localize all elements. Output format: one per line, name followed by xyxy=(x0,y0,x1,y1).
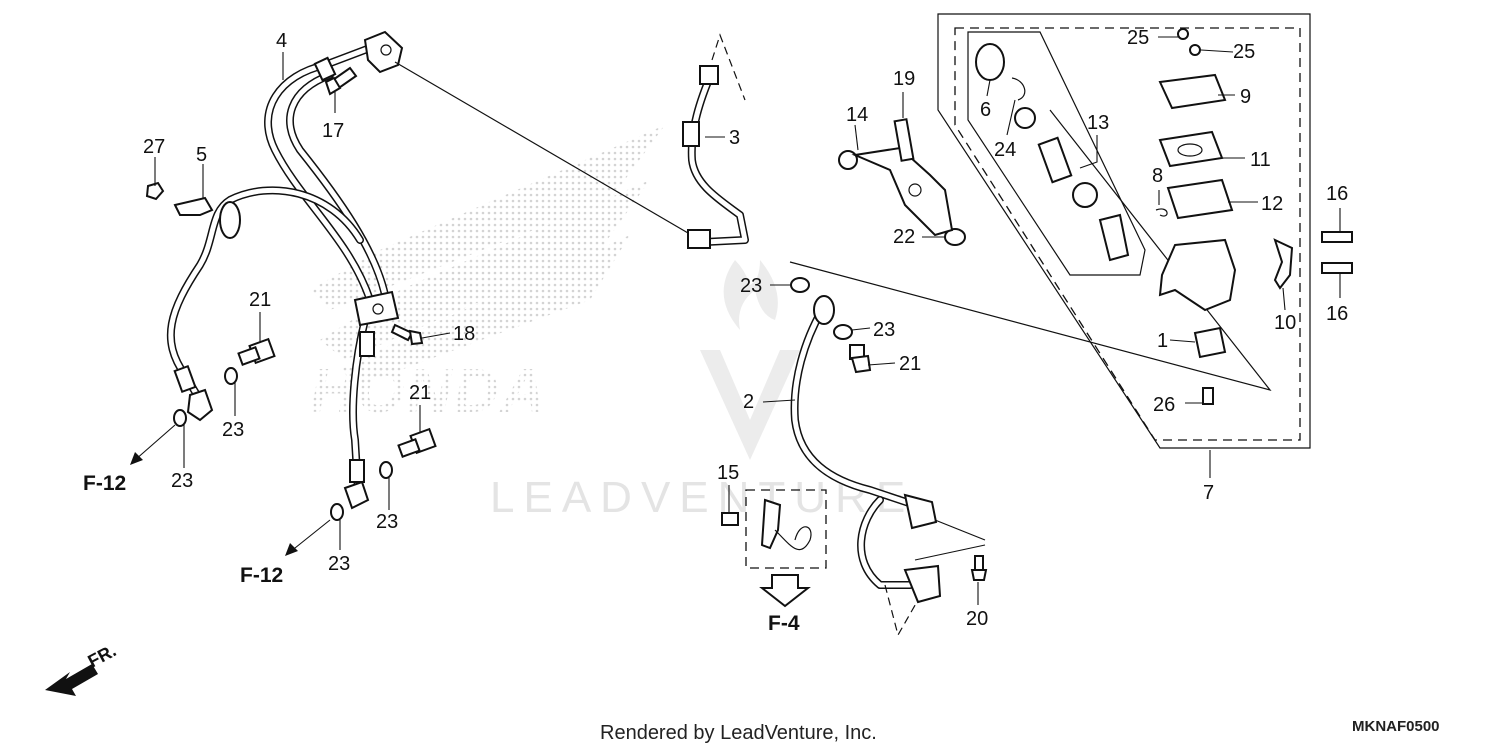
callout-5: 5 xyxy=(196,144,207,166)
ref-f4: F-4 xyxy=(768,612,800,635)
callout-21-left: 21 xyxy=(249,289,271,311)
sealing-washers-23-left xyxy=(173,367,393,521)
callout-23-e: 23 xyxy=(376,511,398,533)
callout-leaders xyxy=(154,36,1341,605)
callout-9: 9 xyxy=(1240,86,1251,108)
banjo-bolt-21-right xyxy=(849,344,872,374)
bolts-16 xyxy=(1321,231,1353,274)
callout-18: 18 xyxy=(453,323,475,345)
callout-16-upper: 16 xyxy=(1326,183,1348,205)
callout-2: 2 xyxy=(743,391,754,413)
f12-arrow-upper xyxy=(130,424,176,465)
callout-25-a: 25 xyxy=(1127,27,1149,49)
callout-19: 19 xyxy=(893,68,915,90)
callout-11: 11 xyxy=(1250,149,1271,171)
diagram-code: MKNAF0500 xyxy=(1352,718,1440,735)
bolt-18 xyxy=(390,323,424,346)
ref-f12-lower: F-12 xyxy=(240,564,283,587)
callout-21-center: 21 xyxy=(409,382,431,404)
f12-arrow-lower xyxy=(285,519,331,556)
callout-26: 26 xyxy=(1153,394,1175,416)
bolt-20 xyxy=(970,555,988,581)
nut-27 xyxy=(145,181,165,201)
brake-lever-14 xyxy=(838,146,954,237)
banjo-bolt-21-lower xyxy=(397,427,437,458)
holder-10 xyxy=(1273,238,1294,290)
callout-23-c: 23 xyxy=(222,419,244,441)
bolt-17 xyxy=(324,66,358,96)
callout-13: 13 xyxy=(1087,112,1109,134)
callout-16-lower: 16 xyxy=(1326,303,1348,325)
callout-3: 3 xyxy=(729,127,740,149)
pivot-bolt-19 xyxy=(893,118,915,162)
callout-23-a: 23 xyxy=(740,275,762,297)
callout-15: 15 xyxy=(717,462,739,484)
callout-24: 24 xyxy=(994,139,1016,161)
callout-23-f: 23 xyxy=(328,553,350,575)
brake-hose-3 xyxy=(682,33,749,249)
callout-1: 1 xyxy=(1157,330,1168,352)
callout-labels: 1 2 3 4 5 6 7 8 9 10 11 12 13 14 15 16 1… xyxy=(143,27,1348,630)
callout-6: 6 xyxy=(980,99,991,121)
sealing-washers-23-center xyxy=(790,277,853,340)
callout-22: 22 xyxy=(893,226,915,248)
callout-17: 17 xyxy=(322,120,344,142)
callout-7: 7 xyxy=(1203,482,1214,504)
callout-8: 8 xyxy=(1152,165,1163,187)
reference-line-4-3 xyxy=(394,61,701,241)
callout-23-d: 23 xyxy=(171,470,193,492)
ref-f12-upper: F-12 xyxy=(83,472,126,495)
banjo-bolt-21-upper xyxy=(237,337,276,366)
callout-4: 4 xyxy=(276,30,287,52)
callout-12: 12 xyxy=(1261,193,1283,215)
brake-hose-assembly-4 xyxy=(166,30,404,510)
rendered-by-footer: Rendered by LeadVenture, Inc. xyxy=(600,722,877,744)
master-cylinder-assembly-7 xyxy=(937,13,1311,449)
callout-14: 14 xyxy=(846,104,868,126)
callout-10: 10 xyxy=(1274,312,1296,334)
front-direction-arrow: FR. xyxy=(45,640,119,696)
assembly-leader-lines xyxy=(789,109,1272,392)
callout-25-b: 25 xyxy=(1233,41,1255,63)
callout-20: 20 xyxy=(966,608,988,630)
brake-hose-2 xyxy=(790,295,986,637)
callout-27: 27 xyxy=(143,136,165,158)
honda-wing-watermark: HONDA xyxy=(310,125,665,426)
callout-21-right: 21 xyxy=(899,353,921,375)
brake-switch-group xyxy=(721,489,827,608)
callout-23-b: 23 xyxy=(873,319,895,341)
hose-clip-5 xyxy=(173,196,214,216)
